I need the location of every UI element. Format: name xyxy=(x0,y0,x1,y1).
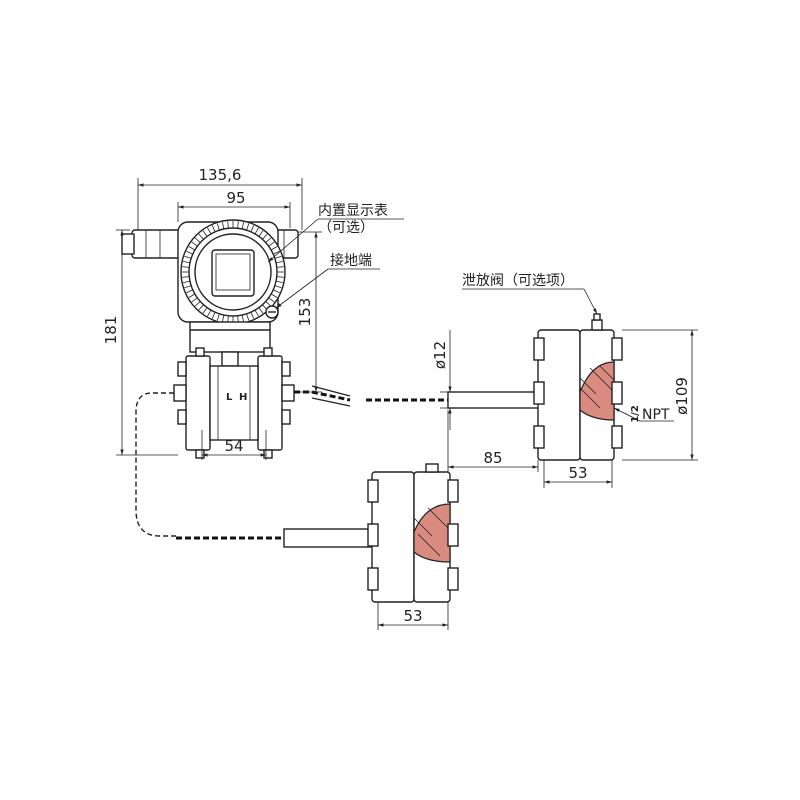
bezel-tooth xyxy=(246,313,250,321)
bezel-tooth xyxy=(270,246,278,251)
dimension-153: 153 xyxy=(296,231,322,393)
dimension-95: 95 xyxy=(177,189,291,228)
diaphragm-seal-lower xyxy=(367,463,459,603)
bezel-tooth xyxy=(274,285,282,289)
bezel-tooth xyxy=(250,312,255,319)
dim-85-text: 85 xyxy=(483,449,502,467)
bezel-tooth xyxy=(275,280,283,283)
dim-181-text: 181 xyxy=(102,316,120,345)
drain-valve-label: 泄放阀（可选项） xyxy=(462,273,574,289)
dimension-d12: ø12 xyxy=(431,330,456,430)
bezel-tooth xyxy=(184,255,192,259)
callout-ground: 接地端 xyxy=(275,252,380,309)
capillary-upper xyxy=(294,385,545,409)
bezel-tooth xyxy=(194,301,201,307)
bezel-tooth xyxy=(188,293,196,298)
bezel-tooth xyxy=(222,314,225,322)
bezel-tooth xyxy=(198,304,204,311)
bezel-tooth xyxy=(186,250,193,255)
bezel-tooth xyxy=(273,250,280,255)
ground-terminal-label: 接地端 xyxy=(330,252,372,269)
bezel-tooth xyxy=(246,223,250,231)
bezel-tooth xyxy=(211,225,216,232)
bezel-tooth xyxy=(258,307,264,314)
bezel-tooth xyxy=(182,276,190,278)
bezel-tooth xyxy=(276,266,284,268)
bezel-tooth xyxy=(207,309,212,317)
capillary-lower xyxy=(135,392,373,548)
dimension-54: 54 xyxy=(201,430,267,460)
bezel-tooth xyxy=(250,225,255,232)
bezel-tooth xyxy=(191,241,198,247)
bezel-tooth xyxy=(237,221,239,229)
dimension-53-lower: 53 xyxy=(377,602,449,630)
dimension-d109: ø109 xyxy=(622,329,698,461)
bezel-tooth xyxy=(198,233,204,240)
dim-d109-text: ø109 xyxy=(673,377,691,415)
bezel-tooth xyxy=(268,241,275,247)
bezel-tooth xyxy=(191,297,198,303)
dimension-85: 85 xyxy=(447,410,539,472)
bezel-tooth xyxy=(254,227,259,235)
bezel-tooth xyxy=(222,222,225,230)
bezel-tooth xyxy=(211,312,216,319)
bezel-tooth xyxy=(262,233,268,240)
dim-d12-text: ø12 xyxy=(431,341,449,369)
bezel-tooth xyxy=(274,255,282,259)
bezel-tooth xyxy=(270,293,278,298)
bezel-tooth xyxy=(182,266,190,268)
port-high-label: H xyxy=(239,392,247,403)
display-label: 内置显示表 xyxy=(318,203,388,219)
bezel-tooth xyxy=(194,237,201,243)
bezel-tooth xyxy=(241,222,244,230)
npt-fraction: 1/2 xyxy=(630,405,641,423)
drain-valve xyxy=(591,319,603,331)
bezel-tooth xyxy=(216,313,220,321)
bezel-tooth xyxy=(276,276,284,278)
dim-135-6-text: 135,6 xyxy=(199,166,242,184)
bezel-tooth xyxy=(273,289,280,294)
bezel-tooth xyxy=(275,261,283,264)
dim-54-text: 54 xyxy=(224,437,243,455)
bezel-tooth xyxy=(184,285,192,289)
npt-label: NPT xyxy=(642,407,670,423)
bezel-tooth xyxy=(183,261,191,264)
bezel-tooth xyxy=(265,301,272,307)
bezel-tooth xyxy=(202,230,208,237)
display-optional-label: （可选） xyxy=(318,220,374,236)
callout-display: 内置显示表 （可选） xyxy=(267,203,404,263)
transmitter: L H xyxy=(121,219,299,459)
bezel-tooth xyxy=(216,223,220,231)
bezel-tooth xyxy=(268,297,275,303)
dim-153-text: 153 xyxy=(296,298,314,327)
dimension-135-6: 135,6 xyxy=(137,166,303,230)
bezel-tooth xyxy=(183,280,191,283)
bezel-tooth xyxy=(227,221,229,229)
dim-95-text: 95 xyxy=(226,189,245,207)
dim-53-upper-text: 53 xyxy=(568,464,587,482)
callout-npt: 1/2 NPT xyxy=(613,405,674,423)
bezel-tooth xyxy=(188,246,196,251)
callout-drain-valve: 泄放阀（可选项） xyxy=(462,273,598,315)
bezel-tooth xyxy=(265,237,272,243)
display-screen xyxy=(211,249,255,297)
dimension-181: 181 xyxy=(102,229,178,456)
bezel-tooth xyxy=(258,230,264,237)
bezel-tooth xyxy=(241,314,244,322)
dimension-53-upper: 53 xyxy=(543,460,613,488)
diaphragm-seal-upper xyxy=(533,313,623,461)
bezel-tooth xyxy=(207,227,212,235)
bezel-tooth xyxy=(254,309,259,317)
port-low-label: L xyxy=(226,392,233,403)
bezel-tooth xyxy=(202,307,208,314)
dim-53-lower-text: 53 xyxy=(403,607,422,625)
bezel-tooth xyxy=(186,289,193,294)
